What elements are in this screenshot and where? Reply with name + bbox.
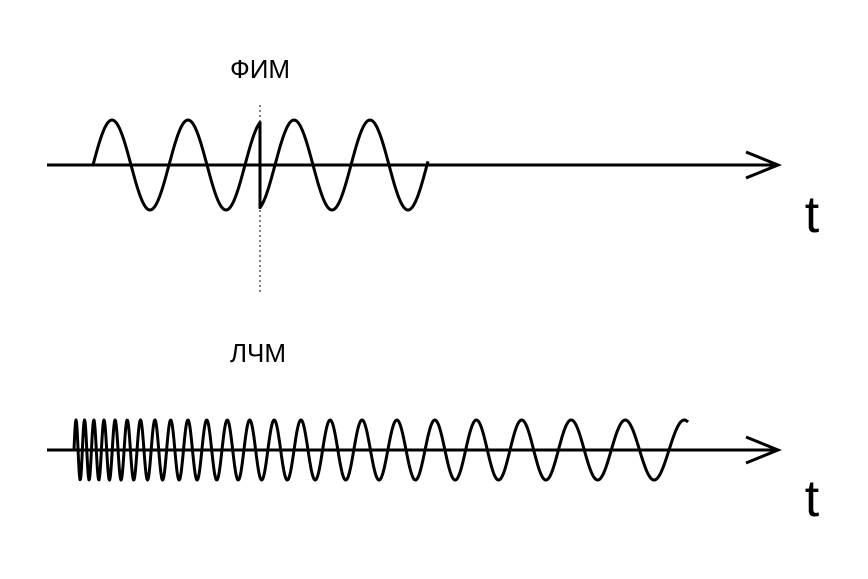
chirp-wave <box>72 418 690 482</box>
bottom-axis-arrowhead <box>745 435 782 465</box>
top-signal-label: ФИМ <box>230 54 290 84</box>
bottom-axis-t-label: t <box>805 470 820 528</box>
bottom-signal-label: ЛЧМ <box>230 338 286 368</box>
phase-modulation-panel: ФИМ t <box>47 54 820 292</box>
phase-modulated-wave <box>91 118 430 212</box>
top-axis-t-label: t <box>805 186 820 244</box>
chirp-panel: ЛЧМ t <box>47 338 820 528</box>
top-axis-arrowhead <box>745 150 782 180</box>
